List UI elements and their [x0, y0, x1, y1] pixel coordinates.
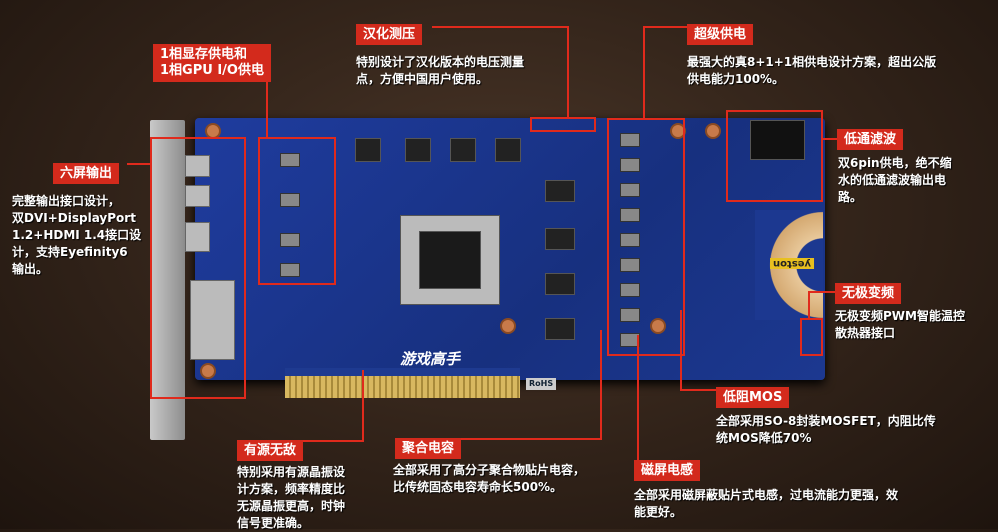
inductor [280, 153, 300, 167]
callout-pwm-title: 无极变频 [835, 283, 902, 304]
leader-line [432, 26, 568, 28]
inductor [620, 208, 640, 222]
memory-chip [545, 273, 575, 295]
displayport [185, 155, 210, 177]
leader-line [266, 80, 268, 138]
callout-capacitor-title: 聚合电容 [395, 438, 462, 459]
leader-line [362, 370, 364, 442]
leader-line [637, 335, 639, 460]
inductor [620, 183, 640, 197]
io-bracket [150, 120, 185, 440]
inductor [280, 193, 300, 207]
callout-oscillator-title: 有源无敌 [237, 440, 304, 461]
inductor [620, 258, 640, 272]
highlight-box [726, 110, 823, 202]
leader-line [680, 389, 716, 391]
leader-line [643, 26, 687, 28]
callout-pwm-desc: 无极变频PWM智能温控散热器接口 [835, 309, 965, 340]
callout-title: 1相GPU I/O供电 [160, 63, 264, 78]
dvi-port [190, 280, 235, 360]
leader-line [680, 310, 682, 390]
memory-chip [545, 318, 575, 340]
gpu-die [419, 231, 481, 289]
callout-capacitor-desc: 全部采用了高分子聚合物贴片电容，比传统固态电容寿命长500%。 [393, 463, 586, 494]
callout-inductor-title: 磁屏电感 [634, 460, 701, 481]
graphics-card-pcb: 游戏高手 [195, 118, 825, 380]
leader-line [643, 26, 645, 118]
leader-line [567, 26, 569, 118]
memory-chip [355, 138, 381, 162]
memory-chip [405, 138, 431, 162]
mounting-hole [650, 318, 666, 334]
callout-six-screen-desc: 完整输出接口设计，双DVI+DisplayPort 1.2+HDMI 1.4接口… [12, 194, 142, 276]
pcie-gold-fingers [285, 368, 520, 398]
gpu-package [400, 215, 500, 305]
memory-chip [545, 228, 575, 250]
callout-voltage-desc: 特别设计了汉化版本的电压测量点，方便中国用户使用。 [356, 55, 525, 86]
leader-line [823, 138, 837, 140]
memory-chip [545, 180, 575, 202]
mounting-hole [705, 123, 721, 139]
callout-mos-desc: 全部采用SO-8封装MOSFET，内阻比传统MOS降低70% [716, 414, 936, 445]
inductor [620, 133, 640, 147]
inductor [620, 333, 640, 347]
callout-mos-title: 低阻MOS [716, 387, 790, 408]
leader-line [808, 291, 835, 293]
callout-voltage-title: 汉化测压 [356, 24, 423, 45]
brand-logo: yeston [770, 258, 815, 269]
leader-line [808, 291, 810, 318]
leader-line [127, 163, 152, 165]
inductor [620, 283, 640, 297]
highlight-box [150, 137, 246, 399]
leader-line [600, 330, 602, 440]
inductor [620, 158, 640, 172]
highlight-box [800, 318, 823, 356]
leader-line [280, 440, 364, 442]
mounting-hole [500, 318, 516, 334]
inductor [280, 263, 300, 277]
rohs-mark: RoHS [526, 378, 557, 390]
6pin-power-connectors [750, 120, 805, 160]
callout-six-screen-title: 六屏输出 [53, 163, 120, 184]
highlight-box [530, 117, 596, 132]
callout-inductor-desc: 全部采用磁屏蔽贴片式电感，过电流能力更强，效能更好。 [634, 488, 899, 519]
callout-lowpass-desc: 双6pin供电，绝不缩水的低通滤波输出电路。 [838, 156, 952, 204]
callout-lowpass-title: 低通滤波 [837, 129, 904, 150]
memory-chip [495, 138, 521, 162]
callout-power-desc: 最强大的真8+1+1相供电设计方案，超出公版供电能力100%。 [687, 55, 937, 86]
mounting-hole [200, 363, 216, 379]
inductor [620, 233, 640, 247]
highlight-box [258, 137, 336, 285]
callout-power-title: 超级供电 [687, 24, 754, 45]
memory-chip [450, 138, 476, 162]
callout-memory-phase: 1相显存供电和 1相GPU I/O供电 [153, 44, 271, 82]
highlight-box [607, 118, 685, 356]
displayport [185, 185, 210, 207]
callout-title: 1相显存供电和 [160, 47, 248, 62]
leader-line [410, 438, 602, 440]
inductor [620, 308, 640, 322]
hdmi-port [185, 222, 210, 252]
mounting-hole [670, 123, 686, 139]
inductor [280, 233, 300, 247]
callout-oscillator-desc: 特别采用有源晶振设计方案，频率精度比 无源晶振更高，时钟信号更准确。 [237, 465, 346, 530]
series-logo: 游戏高手 [400, 350, 461, 368]
